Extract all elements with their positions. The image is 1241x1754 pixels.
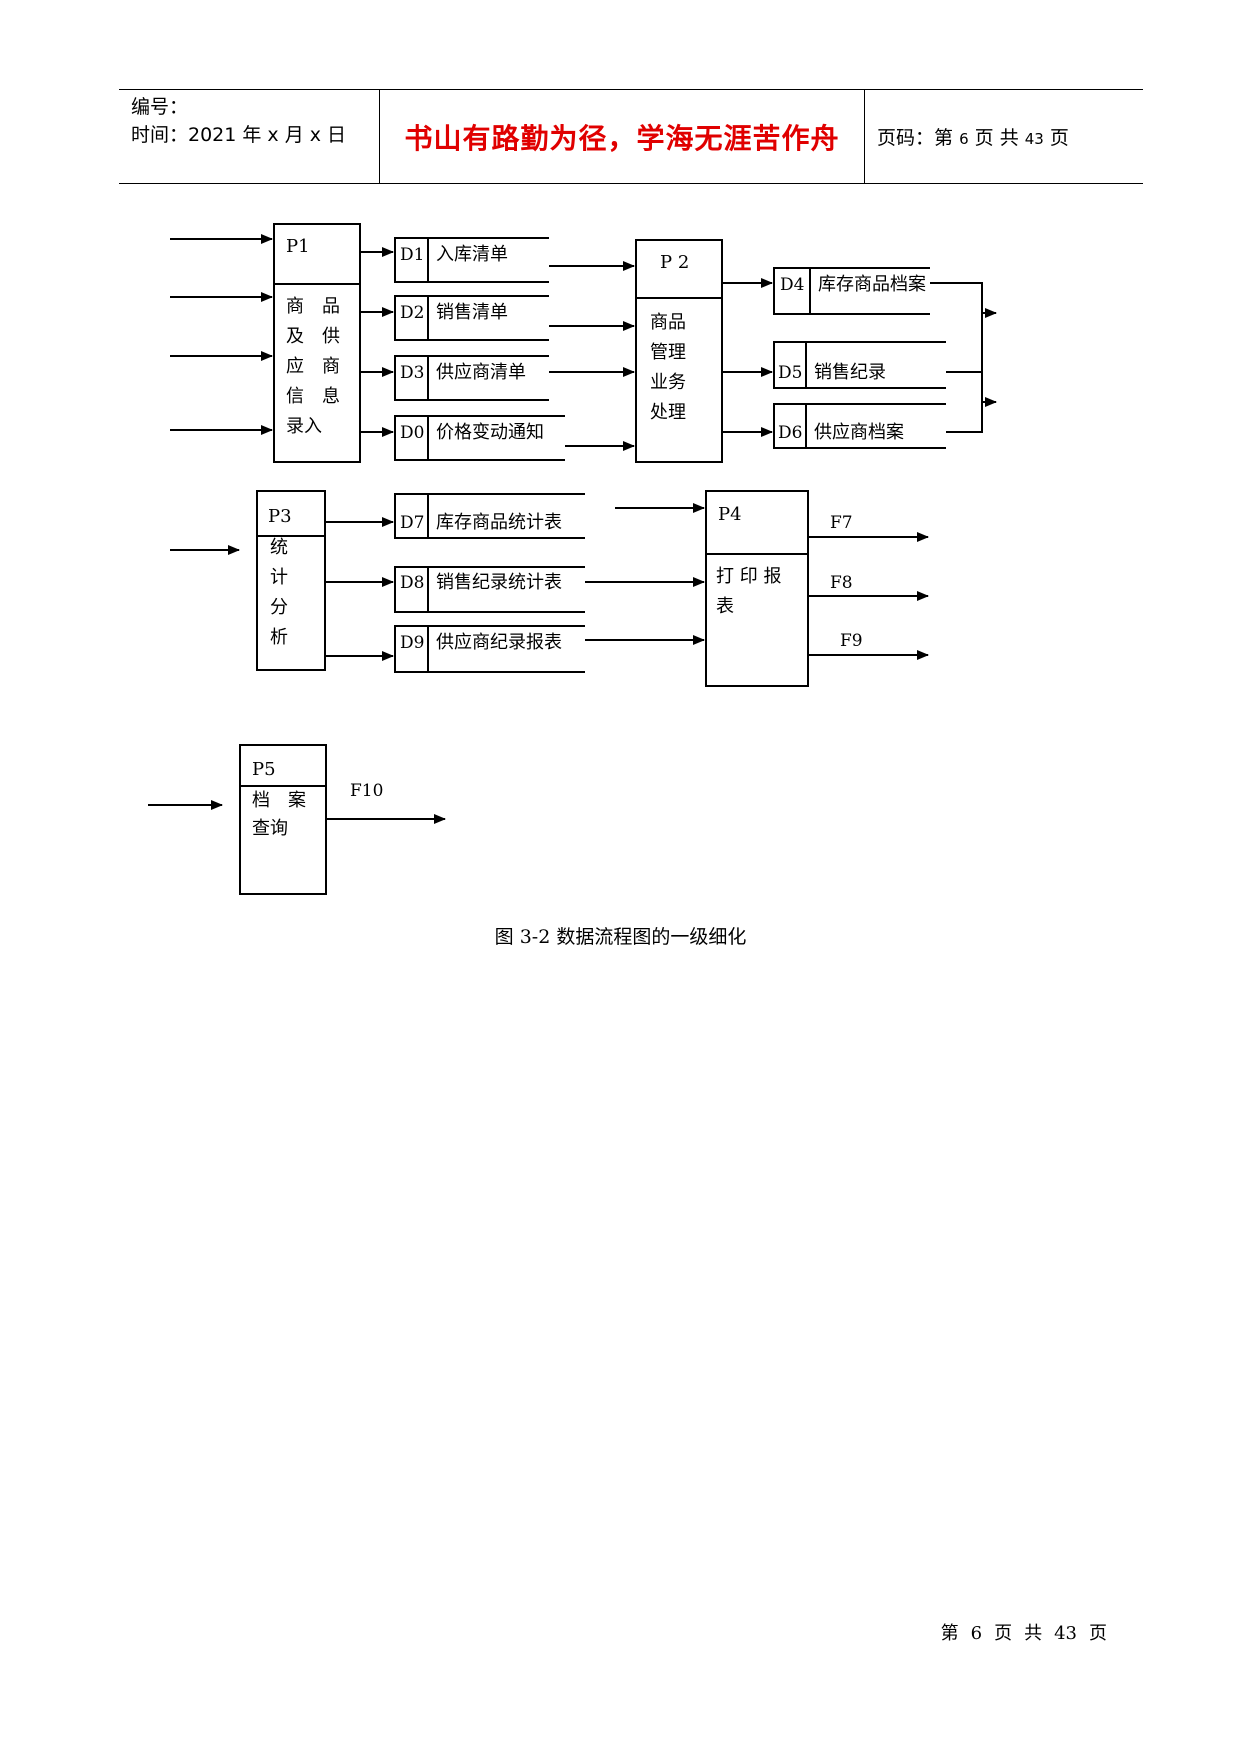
store-name-d2: 销售清单 [436, 302, 508, 323]
process-id-p3: P3 [268, 506, 292, 527]
process-label-p2-line3: 业务 [650, 372, 686, 393]
store-d7 [394, 493, 585, 539]
store-d8 [394, 566, 585, 613]
process-id-p5: P5 [252, 759, 276, 780]
process-label-p1-line5: 录入 [286, 416, 322, 437]
store-id-d0: D0 [400, 423, 424, 443]
store-id-d4: D4 [780, 275, 804, 295]
store-d5 [773, 341, 946, 389]
flow-label-f10: F10 [350, 781, 383, 801]
process-label-p3-line3: 分 [270, 597, 288, 618]
header-page-prefix: 页码：第 [877, 127, 954, 149]
footer-total: 43 [1054, 1623, 1077, 1644]
document-header: 编号： 时间：2021 年 x 月 x 日 书山有路勤为径，学海无涯苦作舟 页码… [119, 89, 1143, 184]
store-d2 [394, 295, 549, 341]
header-page-suffix: 页 [1049, 127, 1069, 149]
store-id-d3: D3 [400, 363, 424, 383]
flow-label-f8: F8 [830, 573, 853, 593]
flow-label-f9: F9 [840, 631, 863, 651]
process-label-p4-line2: 表 [716, 596, 734, 617]
footer-suffix: 页 [1089, 1623, 1107, 1644]
process-id-p1: P1 [286, 236, 310, 257]
store-d3 [394, 355, 549, 401]
store-name-d7: 库存商品统计表 [436, 512, 562, 533]
header-page-mid: 页 共 [974, 127, 1019, 149]
store-d6 [773, 403, 946, 449]
process-label-p2-line4: 处理 [650, 402, 686, 423]
process-label-p4-line1: 打 印 报 [716, 566, 781, 587]
store-name-d5: 销售纪录 [814, 362, 886, 383]
process-box-p3 [256, 490, 326, 671]
footer-prefix: 第 [940, 1623, 959, 1644]
process-id-p4: P4 [718, 504, 742, 525]
document-number-label: 编号： [131, 96, 189, 118]
store-d1 [394, 237, 549, 283]
process-box-p4 [705, 490, 809, 687]
header-page-cell: 页码：第 6 页 共 43 页 [865, 90, 1143, 183]
process-label-p1-line2: 及 供 [286, 326, 340, 347]
flow-label-f7: F7 [830, 513, 853, 533]
store-name-d8: 销售纪录统计表 [436, 572, 562, 593]
store-id-d1: D1 [400, 245, 424, 265]
footer-mid1: 页 [994, 1623, 1013, 1644]
process-label-p2-line1: 商品 [650, 312, 686, 333]
process-box-p1 [273, 223, 361, 463]
process-label-p1-line3: 应 商 [286, 356, 340, 377]
header-page-number: 页码：第 6 页 共 43 页 [877, 123, 1069, 150]
footer-mid2: 共 [1024, 1623, 1043, 1644]
process-box-p2 [635, 239, 723, 463]
process-label-p1-line4: 信 息 [286, 386, 340, 407]
store-d9 [394, 625, 585, 673]
process-label-p3-line1: 统 [270, 537, 288, 558]
header-info-cell: 编号： 时间：2021 年 x 月 x 日 [119, 90, 379, 183]
header-motto-cell: 书山有路勤为径，学海无涯苦作舟 [379, 90, 865, 183]
merge-line-right [930, 282, 983, 433]
store-id-d7: D7 [400, 513, 424, 533]
process-label-p3-line2: 计 [270, 567, 288, 588]
store-id-d8: D8 [400, 573, 424, 593]
header-motto: 书山有路勤为径，学海无涯苦作舟 [404, 121, 840, 155]
store-name-d4: 库存商品档案 [818, 274, 926, 295]
header-page-total: 43 [1024, 130, 1044, 148]
store-name-d9: 供应商纪录报表 [436, 632, 562, 653]
data-flow-diagram: P1 商 品 及 供 应 商 信 息 录入 P 2 商品 管理 业务 处理 P3… [148, 223, 997, 895]
process-id-p2: P 2 [660, 252, 689, 273]
store-name-d0: 价格变动通知 [436, 422, 544, 443]
store-name-d6: 供应商档案 [814, 422, 904, 443]
store-id-d6: D6 [778, 423, 802, 443]
process-label-p3-line4: 析 [270, 627, 288, 648]
process-label-p2-line2: 管理 [650, 342, 686, 363]
store-id-d2: D2 [400, 303, 424, 323]
document-time-label: 时间：2021 年 x 月 x 日 [131, 124, 347, 146]
process-label-p5-line2: 查询 [252, 818, 288, 839]
store-name-d3: 供应商清单 [436, 362, 526, 383]
store-d4 [773, 267, 930, 315]
store-d0 [394, 415, 565, 461]
footer-current: 6 [970, 1623, 983, 1644]
process-label-p5-line1: 档 案 [252, 790, 306, 811]
store-id-d5: D5 [778, 363, 802, 383]
header-page-current: 6 [959, 130, 969, 148]
figure-caption: 图 3-2 数据流程图的一级细化 [494, 926, 747, 948]
process-label-p1-line1: 商 品 [286, 296, 340, 317]
store-id-d9: D9 [400, 633, 424, 653]
store-name-d1: 入库清单 [436, 244, 508, 265]
